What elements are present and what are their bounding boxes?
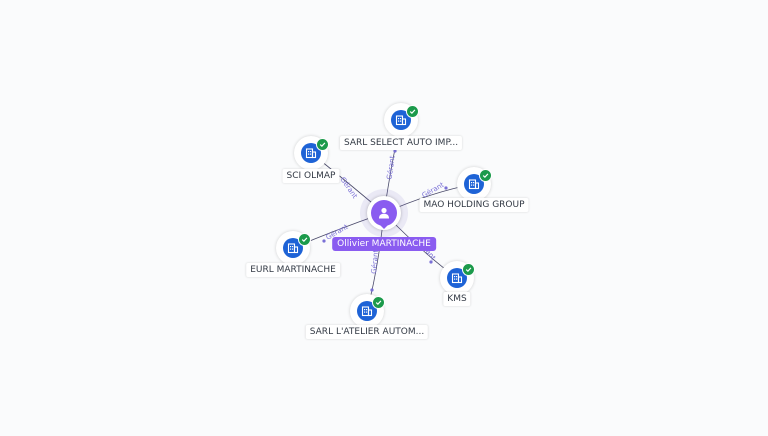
edge-label-sarl-latelier: Gérant [370, 249, 380, 274]
company-halo [457, 167, 492, 201]
building-icon [447, 268, 467, 288]
company-halo [276, 231, 311, 265]
company-label-mao-holding[interactable]: MAO HOLDING GROUP [419, 198, 529, 212]
company-label-sci-olmap[interactable]: SCI OLMAP [282, 169, 340, 183]
company-halo [294, 136, 329, 170]
edge-arrow-eurl-martinache [322, 239, 326, 243]
edge-label-sarl-select-auto: Gérant [385, 155, 396, 180]
building-icon [391, 110, 411, 130]
company-label-kms[interactable]: KMS [443, 292, 471, 306]
company-label-eurl-martinache[interactable]: EURL MARTINACHE [246, 263, 340, 277]
edge-label-sci-olmap: Gérant [338, 176, 359, 201]
company-halo [440, 261, 475, 295]
verified-check-icon [298, 233, 311, 246]
edge-arrow-mao-holding [444, 186, 448, 190]
person-pin [378, 223, 390, 229]
verified-check-icon [479, 169, 492, 182]
company-halo [350, 294, 385, 328]
person-icon [371, 200, 397, 226]
company-halo [384, 103, 419, 137]
verified-check-icon [372, 296, 385, 309]
building-icon [357, 301, 377, 321]
building-icon [283, 238, 303, 258]
verified-check-icon [462, 263, 475, 276]
company-label-sarl-select-auto[interactable]: SARL SELECT AUTO IMP... [339, 136, 463, 150]
edge-arrow-sarl-select-auto [393, 149, 397, 153]
person-halo [360, 189, 408, 237]
company-label-sarl-latelier[interactable]: SARL L'ATELIER AUTOM... [305, 325, 429, 339]
edge-label-mao-holding: Gérant [421, 181, 446, 200]
building-icon [464, 174, 484, 194]
edge-arrow-sarl-latelier [370, 288, 374, 292]
building-icon [301, 143, 321, 163]
person-name-label[interactable]: Ollivier MARTINACHE [332, 237, 436, 251]
verified-check-icon [316, 138, 329, 151]
edge-arrow-kms [429, 260, 433, 264]
verified-check-icon [406, 105, 419, 118]
